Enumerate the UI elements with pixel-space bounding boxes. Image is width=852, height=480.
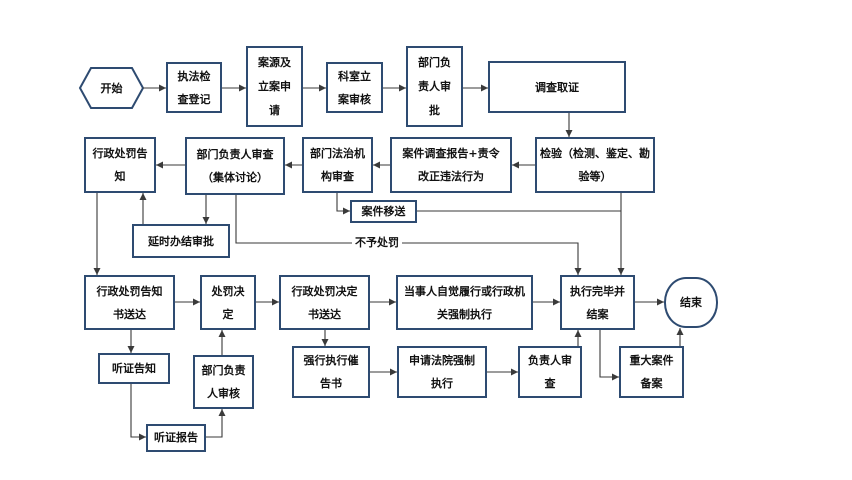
node-major-case-record-label: 重大案件备案	[629, 354, 674, 390]
node-court-enforcement-application: 申请法院强制执行	[397, 346, 487, 398]
end-label: 结束	[680, 296, 702, 309]
node-case-transfer: 案件移送	[350, 200, 417, 223]
node-section-filing-review-label: 科室立案审核	[338, 69, 371, 106]
node-execution-complete-closure-label: 执行完毕并结案	[570, 284, 625, 321]
arrow-hearing-notice-to-hearing-report	[130, 384, 146, 441]
node-investigation-evidence: 调查取证	[488, 61, 626, 113]
start-node: 开始	[91, 68, 132, 108]
node-extension-approval: 延时办结审批	[132, 224, 230, 258]
node-penalty-decision: 处罚决定	[200, 275, 256, 330]
node-execution-complete-closure: 执行完毕并结案	[560, 275, 635, 330]
node-case-filing-application-label: 案源及立案申请	[258, 55, 291, 117]
node-penalty-decision-label: 处罚决定	[211, 284, 245, 321]
node-hearing-notice: 听证告知	[98, 353, 170, 384]
arrow-closure-to-major-case	[599, 330, 619, 381]
node-inspection-testing: 检验（检测、鉴定、勘验等）	[535, 137, 655, 193]
node-penalty-notice: 行政处罚告知	[84, 137, 156, 193]
node-decision-delivery-label: 行政处罚决定书送达	[291, 284, 358, 321]
node-investigation-report-correction: 案件调查报告+责令改正违法行为	[390, 137, 512, 193]
node-dept-head-approval: 部门负责人审批	[406, 46, 463, 127]
node-penalty-notice-label: 行政处罚告知	[92, 147, 148, 183]
node-head-review: 负责人审查	[518, 346, 582, 398]
node-inspection-testing-label: 检验（检测、鉴定、勘验等）	[540, 147, 650, 183]
start-label: 开始	[100, 81, 123, 95]
arrow-legal-review-to-case-transfer	[336, 193, 350, 215]
edge-label-no-penalty: 不予处罚	[352, 234, 402, 252]
node-execution: 当事人自觉履行或行政机关强制执行	[396, 275, 533, 330]
arrow-hearing-report-to-dept-audit	[206, 409, 226, 438]
arrow-no-penalty-to-closure	[235, 195, 582, 275]
node-dept-head-approval-label: 部门负责人审批	[418, 55, 451, 117]
node-dept-head-audit: 部门负责人审核	[193, 355, 254, 409]
node-head-review-label: 负责人审查	[528, 354, 572, 390]
node-dept-head-collective-review: 部门负责人审查（集体讨论）	[185, 137, 285, 195]
node-enforcement-reminder: 强行执行催告书	[292, 346, 370, 398]
node-dept-head-audit-label: 部门负责人审核	[201, 364, 246, 400]
node-court-enforcement-application-label: 申请法院强制执行	[409, 354, 475, 390]
node-hearing-report-label: 听证报告	[154, 431, 198, 444]
node-enforcement-reminder-label: 强行执行催告书	[303, 354, 359, 390]
node-enforcement-check-registration-label: 执法检查登记	[177, 69, 211, 106]
node-investigation-evidence-label: 调查取证	[535, 80, 579, 94]
node-hearing-report: 听证报告	[146, 424, 206, 452]
node-case-filing-application: 案源及立案申请	[246, 46, 303, 127]
node-penalty-notice-delivery: 行政处罚告知书送达	[84, 275, 175, 330]
node-major-case-record: 重大案件备案	[619, 346, 684, 398]
node-dept-head-collective-review-label: 部门负责人审查（集体讨论）	[196, 148, 274, 184]
node-hearing-notice-label: 听证告知	[112, 362, 156, 375]
end-node: 结束	[664, 277, 718, 328]
node-case-transfer-label: 案件移送	[361, 204, 406, 218]
node-decision-delivery: 行政处罚决定书送达	[279, 275, 370, 330]
node-penalty-notice-delivery-label: 行政处罚告知书送达	[96, 284, 163, 321]
node-section-filing-review: 科室立案审核	[326, 62, 383, 113]
node-investigation-report-correction-label: 案件调查报告+责令改正违法行为	[402, 147, 500, 183]
node-enforcement-check-registration: 执法检查登记	[166, 62, 222, 113]
node-legal-office-review: 部门法治机构审查	[302, 137, 373, 193]
node-execution-label: 当事人自觉履行或行政机关强制执行	[404, 284, 525, 321]
node-extension-approval-label: 延时办结审批	[148, 234, 214, 248]
node-legal-office-review-label: 部门法治机构审查	[310, 147, 365, 183]
